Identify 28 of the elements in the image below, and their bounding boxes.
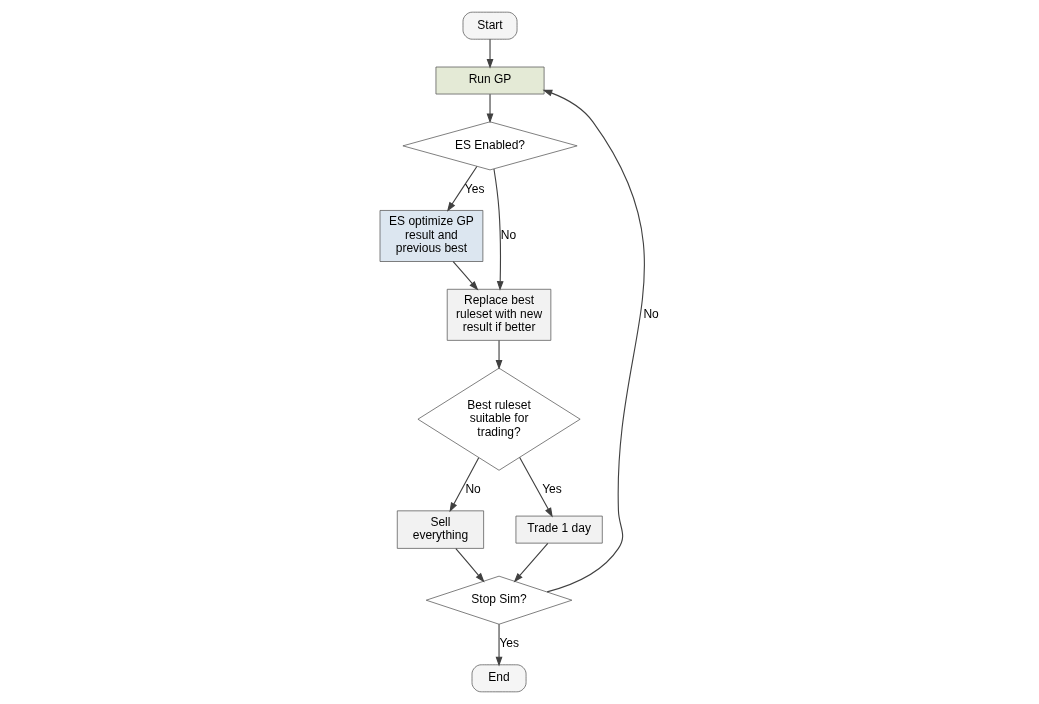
arrow [446, 165, 478, 212]
node-diamond: Best ruleset suitable for trading? [417, 367, 581, 471]
arrow [486, 38, 494, 69]
arrow [452, 261, 479, 291]
node-diamond: Stop Sim? [425, 575, 573, 625]
node-box: Start [462, 11, 518, 40]
node-box: Run GP [435, 66, 545, 95]
node-box: ES optimize GP result and previous best [379, 210, 484, 262]
arrow [486, 93, 494, 124]
node-box: Replace best ruleset with new result if better [446, 288, 552, 341]
edge-label: No [465, 482, 481, 497]
edge-label: Yes [464, 182, 485, 197]
arrow [542, 89, 645, 593]
node-box: End [471, 664, 527, 693]
edge-label: No [643, 306, 659, 321]
edge-label: No [500, 227, 517, 242]
edge-label: Yes [542, 482, 562, 497]
node-box: Trade 1 day [515, 515, 603, 544]
edge-label: Yes [499, 636, 519, 651]
arrow [495, 623, 503, 667]
arrow [495, 339, 503, 370]
arrow [455, 547, 485, 583]
arrow [493, 168, 504, 291]
arrow [519, 456, 553, 518]
node-diamond: ES Enabled? [402, 121, 578, 171]
node-box: Sell everything [396, 510, 484, 549]
arrow [449, 457, 480, 513]
arrow [513, 542, 549, 583]
